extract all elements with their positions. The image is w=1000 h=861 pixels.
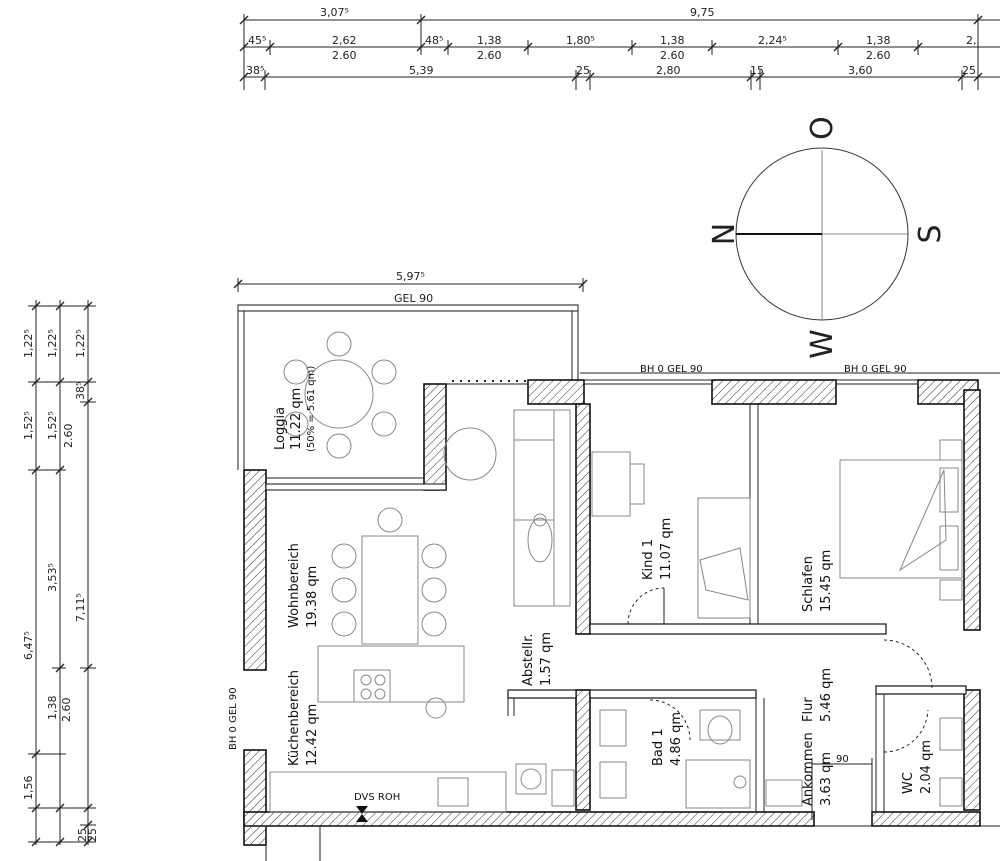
dim-3075: 3,07⁵	[320, 6, 349, 19]
dim-left-1225-b: 1,22⁵	[46, 329, 59, 358]
room-labels: Loggia 11.22 qm (50% = 5.61 qm) Wohnbere…	[273, 366, 934, 806]
dim-left-6475: 6,47⁵	[22, 631, 35, 660]
dim-left-3535: 3,53⁵	[46, 563, 59, 592]
top-dimension-chains: 3,07⁵ 9,75 45⁵ 2,62 2.60 48⁵ 1,38 2.60 1…	[239, 6, 1000, 90]
dim-260-c: 2.60	[660, 49, 685, 62]
dim-385: 38⁵	[246, 64, 264, 77]
dim-138-a: 1,38	[477, 34, 502, 47]
label-bh-gel-left: BH 0 GEL 90	[228, 687, 239, 750]
dim-left-25-a: 25	[76, 828, 89, 842]
walls	[237, 304, 1000, 861]
room-abstellr-area: 1.57 qm	[539, 632, 554, 686]
dim-left-156: 1,56	[22, 776, 35, 801]
dim-left-260-a: 2.60	[60, 698, 73, 723]
dim-left-260-b: 2.60	[62, 424, 75, 449]
compass-north: N	[707, 223, 742, 245]
room-loggia-name: Loggia	[273, 407, 288, 450]
label-dvs-roh: DVS ROH	[354, 792, 400, 803]
room-loggia-note: (50% = 5.61 qm)	[306, 366, 317, 452]
loggia-gel-label: GEL 90	[394, 292, 433, 305]
dim-138-b: 1,38	[660, 34, 685, 47]
dim-left-138: 1,38	[46, 696, 59, 721]
loggia-dimension: 5,97⁵ GEL 90	[233, 270, 588, 305]
label-bh-gel-1: BH 0 GEL 90	[640, 364, 703, 375]
dim-138-c: 1,38	[866, 34, 891, 47]
room-ankommen-area: 3.63 qm	[819, 752, 834, 806]
room-wohnbereich-area: 19.38 qm	[305, 566, 320, 628]
dim-975: 9,75	[690, 6, 715, 19]
room-flur-name: Flur	[801, 697, 816, 722]
dim-15: 15	[750, 64, 764, 77]
dim-485: 48⁵	[425, 34, 443, 47]
room-ankommen-name: Ankommen	[801, 732, 816, 806]
dim-left-25-b: 25	[86, 828, 99, 842]
room-kind1-area: 11.07 qm	[659, 518, 674, 580]
left-dimension-chains: 1,22⁵ 1,52⁵ 6,47⁵ 1,56 1,22⁵ 1,52⁵ 3,53⁵…	[22, 300, 99, 847]
room-kuechenbereich-area: 12.42 qm	[305, 704, 320, 766]
dim-left-1525-b: 1,52⁵	[46, 411, 59, 440]
room-kind1-name: Kind 1	[641, 539, 656, 580]
dim-left-1525-a: 1,52⁵	[22, 411, 35, 440]
room-wohnbereich-name: Wohnbereich	[287, 543, 302, 628]
label-door-90: 90	[836, 754, 849, 765]
room-flur-area: 5.46 qm	[819, 668, 834, 722]
dim-260-d: 2.60	[866, 49, 891, 62]
dim-262: 2,62	[332, 34, 357, 47]
compass-south: S	[913, 224, 948, 243]
dim-1805: 1,80⁵	[566, 34, 595, 47]
room-bad1-area: 4.86 qm	[669, 712, 684, 766]
room-wc-area: 2.04 qm	[919, 740, 934, 794]
label-bh-gel-2: BH 0 GEL 90	[844, 364, 907, 375]
dim-539: 5,39	[409, 64, 434, 77]
dim-left-385: 38⁵	[74, 382, 87, 400]
room-loggia-area: 11.22 qm	[289, 388, 304, 450]
room-bad1-name: Bad 1	[651, 728, 666, 766]
dim-left-1225-c: 1,22⁵	[74, 329, 87, 358]
dim-left-7115: 7,11⁵	[74, 593, 87, 622]
room-abstellr-name: Abstellr.	[521, 633, 536, 686]
dim-left-1225-a: 1,22⁵	[22, 329, 35, 358]
room-kuechenbereich-name: Küchenbereich	[287, 670, 302, 766]
compass-east: O	[805, 116, 840, 140]
dim-5975: 5,97⁵	[396, 270, 425, 283]
compass-west: W	[805, 329, 840, 359]
dim-455: 45⁵	[248, 34, 266, 47]
dim-260-b: 2.60	[477, 49, 502, 62]
dim-25-a: 25	[576, 64, 590, 77]
dim-260-a: 2.60	[332, 49, 357, 62]
dim-360: 3,60	[848, 64, 873, 77]
room-schlafen-area: 15.45 qm	[819, 550, 834, 612]
dim-25-b: 25	[962, 64, 976, 77]
dim-280: 2,80	[656, 64, 681, 77]
furniture	[269, 331, 963, 822]
room-schlafen-name: Schlafen	[801, 556, 816, 612]
compass: N O S W	[707, 116, 948, 359]
dim-2245: 2,24⁵	[758, 34, 787, 47]
dim-2-partial: 2,	[966, 34, 977, 47]
room-wc-name: WC	[901, 772, 916, 794]
misc-labels: BH 0 GEL 90 BH 0 GEL 90 BH 0 GEL 90 DVS …	[228, 364, 907, 803]
